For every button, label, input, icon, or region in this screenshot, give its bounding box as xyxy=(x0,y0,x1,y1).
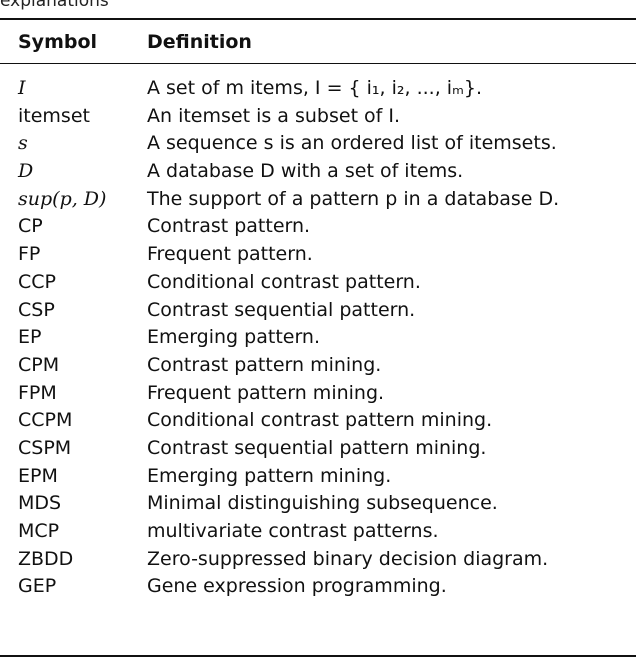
definition-cell: Conditional contrast pattern mining. xyxy=(147,409,493,432)
table-row: CSPM Contrast sequential pattern mining. xyxy=(0,435,636,463)
definition-cell: Emerging pattern. xyxy=(147,326,321,349)
table-row: I A set of m items, I = { i₁, i₂, ..., iₘ… xyxy=(0,75,636,103)
table-row: D A database D with a set of items. xyxy=(0,158,636,186)
table-row: EPM Emerging pattern mining. xyxy=(0,463,636,491)
table-row: GEP Gene expression programming. xyxy=(0,573,636,601)
header-symbol: Symbol xyxy=(18,31,98,53)
definition-cell: Contrast sequential pattern mining. xyxy=(147,436,487,459)
symbol-cell: CPM xyxy=(18,353,60,376)
symbol-cell: MDS xyxy=(18,492,62,515)
symbol-cell: CCP xyxy=(18,270,56,293)
definition-cell: Zero-suppressed binary decision diagram. xyxy=(147,547,549,570)
definition-cell: Contrast pattern mining. xyxy=(147,353,382,376)
definition-cell: Frequent pattern. xyxy=(147,243,313,266)
table-row: sup(p, D) The support of a pattern p in a… xyxy=(0,186,636,214)
definition-cell: The support of a pattern p in a database… xyxy=(147,187,560,210)
table-row: FP Frequent pattern. xyxy=(0,241,636,269)
symbol-cell: ZBDD xyxy=(18,547,74,570)
table-header-row: Symbol Definition xyxy=(0,28,636,58)
table-row: MDS Minimal distinguishing subsequence. xyxy=(0,490,636,518)
table-body: I A set of m items, I = { i₁, i₂, ..., iₘ… xyxy=(0,75,636,601)
table-row: EP Emerging pattern. xyxy=(0,324,636,352)
definition-cell: multivariate contrast patterns. xyxy=(147,520,439,542)
definition-cell: Contrast pattern. xyxy=(147,215,311,238)
symbol-cell: FP xyxy=(18,243,41,266)
symbol-cell: sup(p, D) xyxy=(18,187,107,210)
symbol-cell: I xyxy=(18,77,26,99)
definition-cell: Frequent pattern mining. xyxy=(147,381,385,404)
symbol-cell: CP xyxy=(18,215,43,238)
definition-cell: A set of m items, I = { i₁, i₂, ..., iₘ}… xyxy=(147,77,483,99)
table-row: CPM Contrast pattern mining. xyxy=(0,352,636,380)
definition-cell: Conditional contrast pattern. xyxy=(147,270,421,293)
symbol-cell: GEP xyxy=(18,575,57,598)
symbol-cell: CSPM xyxy=(18,436,72,459)
symbol-cell: CSP xyxy=(18,298,55,321)
table-row: FPM Frequent pattern mining. xyxy=(0,380,636,408)
definition-cell: Minimal distinguishing subsequence. xyxy=(147,492,498,515)
table-row: CCP Conditional contrast pattern. xyxy=(0,269,636,297)
table-row: CP Contrast pattern. xyxy=(0,213,636,241)
table-top-rule xyxy=(0,18,636,20)
symbol-cell: D xyxy=(18,160,34,183)
symbol-cell: EPM xyxy=(18,464,58,487)
header-definition: Definition xyxy=(147,31,252,53)
symbol-cell: FPM xyxy=(18,381,57,404)
table-header-rule xyxy=(0,63,636,64)
definition-cell: An itemset is a subset of I. xyxy=(147,104,401,127)
table-row: ZBDD Zero-suppressed binary decision diag… xyxy=(0,546,636,574)
table-row: MCP multivariate contrast patterns. xyxy=(0,518,636,546)
caption-text: explanations xyxy=(0,0,109,11)
definition-cell: Gene expression programming. xyxy=(147,575,447,598)
definition-cell: Contrast sequential pattern. xyxy=(147,298,416,321)
definition-cell: Emerging pattern mining. xyxy=(147,464,392,487)
table-bottom-rule xyxy=(0,655,636,657)
table-row: s A sequence s is an ordered list of item… xyxy=(0,130,636,158)
symbol-cell: s xyxy=(18,132,28,155)
definition-cell: A sequence s is an ordered list of items… xyxy=(147,132,557,155)
definition-cell: A database D with a set of items. xyxy=(147,160,464,183)
table-row: CCPM Conditional contrast pattern mining. xyxy=(0,407,636,435)
symbol-cell: itemset xyxy=(18,104,90,127)
table-row: CSP Contrast sequential pattern. xyxy=(0,297,636,325)
symbol-cell: EP xyxy=(18,326,42,349)
symbol-cell: CCPM xyxy=(18,409,73,432)
symbol-cell: MCP xyxy=(18,520,60,542)
table-row: itemset An itemset is a subset of I. xyxy=(0,103,636,131)
